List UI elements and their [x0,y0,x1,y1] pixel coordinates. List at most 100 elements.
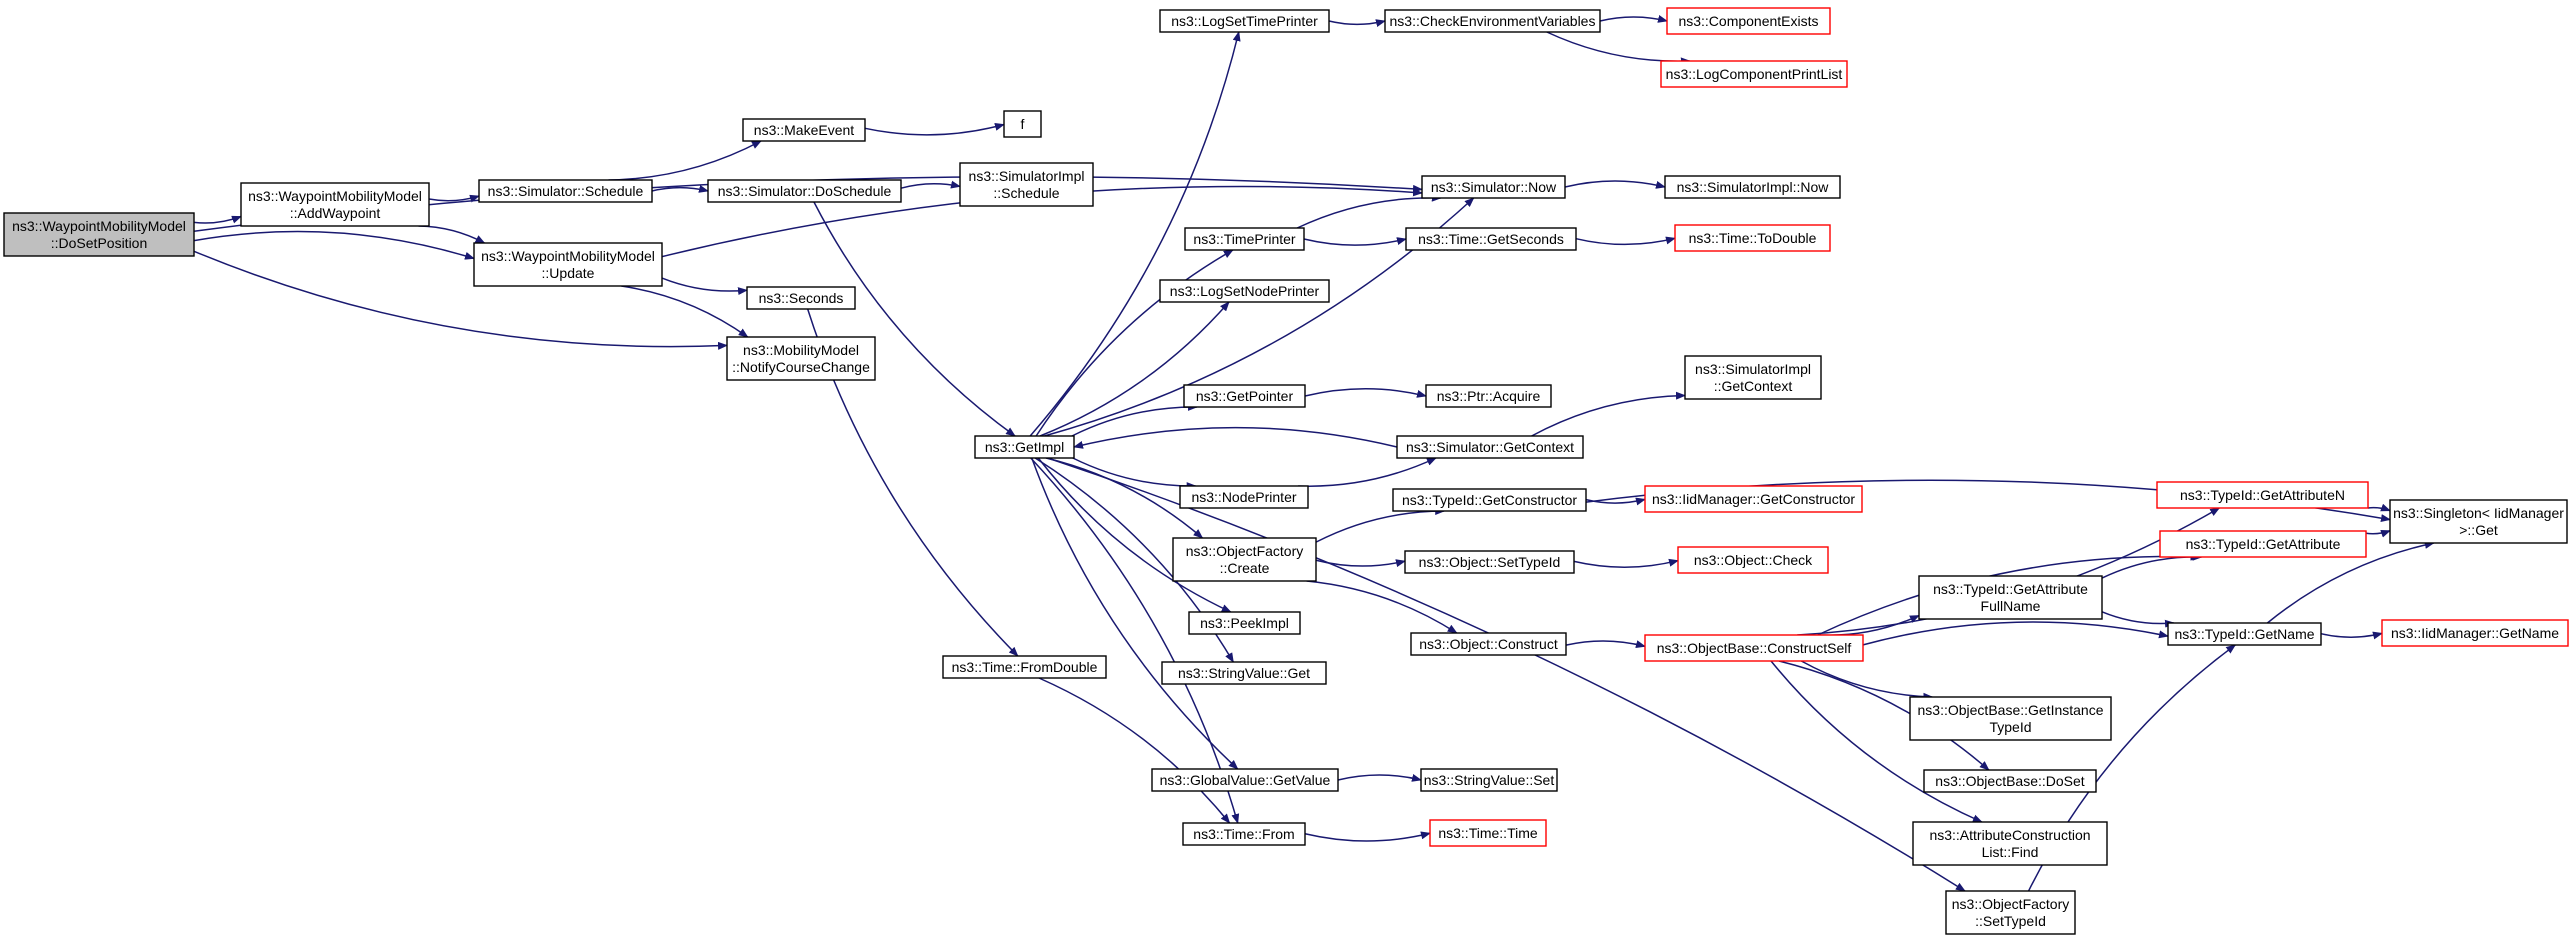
node-box[interactable] [1644,485,1863,513]
node-logsettime[interactable]: ns3::LogSetTimePrinter [1159,9,1330,33]
node-root[interactable]: ns3::WaypointMobilityModel::DoSetPositio… [3,212,195,257]
node-getname[interactable]: ns3::TypeId::GetName [2167,622,2322,646]
node-box[interactable] [1183,384,1306,408]
node-nodeprinter[interactable]: ns3::NodePrinter [1179,485,1309,509]
node-doset[interactable]: ns3::ObjectBase::DoSet [1923,769,2097,793]
node-simnow[interactable]: ns3::Simulator::Now [1421,175,1566,199]
node-ptracquire[interactable]: ns3::Ptr::Acquire [1425,384,1552,408]
node-box[interactable] [1396,435,1584,459]
node-getimpl[interactable]: ns3::GetImpl [974,435,1075,459]
node-fromdouble[interactable]: ns3::Time::FromDouble [942,655,1107,679]
node-seconds[interactable]: ns3::Seconds [746,286,856,310]
node-singleton[interactable]: ns3::Singleton< IidManager>::Get [2389,499,2568,544]
node-box[interactable] [2156,481,2369,509]
node-strvalset[interactable]: ns3::StringValue::Set [1420,768,1558,792]
node-box[interactable] [1945,890,2076,935]
node-logcomplist[interactable]: ns3::LogComponentPrintList [1660,60,1848,88]
node-timeprinter[interactable]: ns3::TimePrinter [1184,227,1305,251]
node-iidmgrctor[interactable]: ns3::IidManager::GetConstructor [1644,485,1863,513]
node-simimplctx[interactable]: ns3::SimulatorImpl::GetContext [1684,355,1822,400]
node-objfactcreate[interactable]: ns3::ObjectFactory::Create [1172,537,1317,582]
node-box[interactable] [1410,632,1567,656]
node-notify[interactable]: ns3::MobilityModel::NotifyCourseChange [726,336,876,381]
node-logsetnode[interactable]: ns3::LogSetNodePrinter [1159,279,1330,303]
node-box[interactable] [1161,661,1327,685]
node-box[interactable] [1666,7,1831,35]
node-peekimpl[interactable]: ns3::PeekImpl [1188,611,1301,635]
node-box[interactable] [1677,546,1829,574]
node-strvalget[interactable]: ns3::StringValue::Get [1161,661,1327,685]
node-addwaypoint[interactable]: ns3::WaypointMobilityModel::AddWaypoint [240,182,430,227]
node-f[interactable]: f [1003,110,1042,138]
node-box[interactable] [1664,175,1841,199]
node-box[interactable] [746,286,856,310]
node-box[interactable] [942,655,1107,679]
node-box[interactable] [959,162,1094,207]
node-box[interactable] [742,118,866,142]
node-box[interactable] [1420,768,1558,792]
node-box[interactable] [478,179,653,203]
node-box[interactable] [726,336,876,381]
node-timetime[interactable]: ns3::Time::Time [1429,819,1547,847]
node-checkenv[interactable]: ns3::CheckEnvironmentVariables [1384,9,1601,33]
node-box[interactable] [1684,355,1822,400]
node-constructself[interactable]: ns3::ObjectBase::ConstructSelf [1644,634,1864,662]
node-objcheck[interactable]: ns3::Object::Check [1677,546,1829,574]
node-box[interactable] [1644,634,1864,662]
node-objfactsettid[interactable]: ns3::ObjectFactory::SetTypeId [1945,890,2076,935]
node-box[interactable] [1188,611,1301,635]
node-box[interactable] [1384,9,1601,33]
node-box[interactable] [1404,550,1575,574]
node-simgetcontext[interactable]: ns3::Simulator::GetContext [1396,435,1584,459]
node-box[interactable] [1674,224,1831,252]
node-box[interactable] [1405,227,1577,251]
node-box[interactable] [2159,530,2367,558]
node-todouble[interactable]: ns3::Time::ToDouble [1674,224,1831,252]
node-box[interactable] [1912,821,2108,866]
node-box[interactable] [1425,384,1552,408]
node-box[interactable] [1003,110,1042,138]
node-box[interactable] [1159,9,1330,33]
node-box[interactable] [1923,769,2097,793]
node-box[interactable] [3,212,195,257]
node-box[interactable] [1151,768,1339,792]
node-box[interactable] [1660,60,1848,88]
node-objconstruct[interactable]: ns3::Object::Construct [1410,632,1567,656]
node-box[interactable] [1421,175,1566,199]
node-box[interactable] [1159,279,1330,303]
node-compexists[interactable]: ns3::ComponentExists [1666,7,1831,35]
node-box[interactable] [1392,488,1587,512]
node-iidmgrname[interactable]: ns3::IidManager::GetName [2381,619,2569,647]
node-box[interactable] [1429,819,1547,847]
node-box[interactable] [974,435,1075,459]
node-box[interactable] [2389,499,2568,544]
node-globalvalue[interactable]: ns3::GlobalValue::GetValue [1151,768,1339,792]
node-getattr[interactable]: ns3::TypeId::GetAttribute [2159,530,2367,558]
node-simimplnow[interactable]: ns3::SimulatorImpl::Now [1664,175,1841,199]
node-sched[interactable]: ns3::Simulator::Schedule [478,179,653,203]
node-update[interactable]: ns3::WaypointMobilityModel::Update [473,242,663,287]
node-box[interactable] [1918,575,2103,620]
node-timefrom[interactable]: ns3::Time::From [1182,822,1306,846]
node-box[interactable] [473,242,663,287]
node-box[interactable] [707,179,902,203]
node-box[interactable] [1179,485,1309,509]
node-box[interactable] [2167,622,2322,646]
node-objsettypeid[interactable]: ns3::Object::SetTypeId [1404,550,1575,574]
node-box[interactable] [1172,537,1317,582]
node-getattrn[interactable]: ns3::TypeId::GetAttributeN [2156,481,2369,509]
node-box[interactable] [1184,227,1305,251]
node-simimplsched[interactable]: ns3::SimulatorImpl::Schedule [959,162,1094,207]
node-box[interactable] [1182,822,1306,846]
node-getseconds[interactable]: ns3::Time::GetSeconds [1405,227,1577,251]
node-makeevent[interactable]: ns3::MakeEvent [742,118,866,142]
node-getpointer[interactable]: ns3::GetPointer [1183,384,1306,408]
node-dosched[interactable]: ns3::Simulator::DoSchedule [707,179,902,203]
node-box[interactable] [2381,619,2569,647]
node-typeidgetctor[interactable]: ns3::TypeId::GetConstructor [1392,488,1587,512]
node-box[interactable] [1909,696,2112,741]
node-box[interactable] [240,182,430,227]
